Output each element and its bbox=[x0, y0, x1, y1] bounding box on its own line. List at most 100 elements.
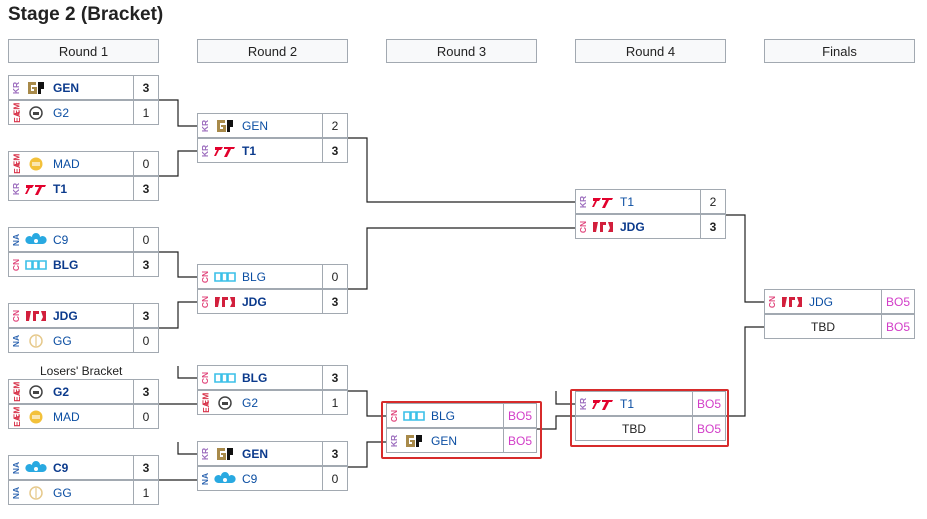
region-tag: CN bbox=[578, 220, 589, 233]
region-tag: KR bbox=[200, 144, 211, 157]
g2-logo-icon bbox=[218, 395, 232, 410]
gen-logo-icon bbox=[217, 447, 233, 460]
region-tag: KR bbox=[200, 447, 211, 460]
team-name[interactable]: G2 bbox=[242, 395, 259, 410]
team-name[interactable]: MAD bbox=[53, 156, 80, 171]
team-logo bbox=[23, 101, 49, 124]
score: 0 bbox=[133, 152, 158, 175]
team-logo bbox=[23, 405, 49, 428]
blg-logo-icon bbox=[214, 271, 236, 282]
team-name[interactable]: GEN bbox=[431, 433, 458, 448]
team-name[interactable]: BLG bbox=[53, 257, 79, 272]
team-name[interactable]: T1 bbox=[53, 181, 68, 196]
score: 1 bbox=[322, 391, 347, 414]
team-name[interactable]: T1 bbox=[620, 194, 635, 209]
region-tag: CN bbox=[200, 295, 211, 308]
team-logo bbox=[23, 177, 49, 200]
t1-logo-icon bbox=[592, 197, 613, 208]
team-name[interactable]: MAD bbox=[53, 409, 80, 424]
team-name[interactable]: G2 bbox=[53, 384, 70, 399]
score: 0 bbox=[133, 228, 158, 251]
team-logo bbox=[590, 215, 616, 238]
team-name[interactable]: JDG bbox=[53, 308, 78, 323]
region-tag: CN bbox=[767, 295, 778, 308]
team-logo bbox=[23, 380, 49, 403]
team-name[interactable]: JDG bbox=[620, 219, 645, 234]
team-name[interactable]: BLG bbox=[431, 408, 456, 423]
team-name[interactable]: C9 bbox=[53, 232, 69, 247]
team-logo bbox=[590, 190, 616, 213]
score: BO5 bbox=[881, 290, 914, 313]
round-1-header: Round 1 bbox=[8, 39, 159, 63]
team-name[interactable]: GG bbox=[53, 333, 72, 348]
team-name[interactable]: GEN bbox=[242, 118, 269, 133]
score: 0 bbox=[133, 405, 158, 428]
score: 3 bbox=[133, 177, 158, 200]
team-name[interactable]: C9 bbox=[53, 460, 69, 475]
team-name[interactable]: JDG bbox=[242, 294, 267, 309]
team-logo bbox=[401, 429, 427, 452]
team-name[interactable]: JDG bbox=[809, 294, 833, 309]
team-name[interactable]: BLG bbox=[242, 269, 267, 284]
c9-logo-icon bbox=[25, 232, 47, 244]
c9-logo-icon bbox=[214, 471, 236, 483]
round-3-header: Round 3 bbox=[386, 39, 537, 63]
team-logo bbox=[212, 139, 238, 162]
score: BO5 bbox=[881, 315, 914, 338]
score: 3 bbox=[322, 139, 347, 162]
gg-logo-icon bbox=[29, 333, 43, 348]
region-tag: CN bbox=[11, 309, 22, 322]
gg-logo-icon bbox=[29, 485, 43, 500]
team-name[interactable]: T1 bbox=[620, 396, 635, 411]
match-row-r2m1-2[interactable]: KR T1 3 bbox=[197, 138, 348, 163]
score: 1 bbox=[133, 101, 158, 124]
team-name[interactable]: C9 bbox=[242, 471, 258, 486]
team-name[interactable]: BLG bbox=[242, 370, 268, 385]
region-tag: KR bbox=[11, 81, 22, 94]
team-name[interactable]: GEN bbox=[53, 80, 80, 95]
t1-logo-icon bbox=[592, 399, 613, 410]
team-name[interactable]: G2 bbox=[53, 105, 70, 120]
team-logo bbox=[23, 253, 49, 276]
team-name[interactable]: GG bbox=[53, 485, 72, 500]
jdg-logo-icon bbox=[26, 310, 46, 321]
match-row-final-1[interactable]: CN JDG BO5 bbox=[764, 289, 915, 314]
region-tag: KR bbox=[200, 119, 211, 132]
team-logo bbox=[212, 114, 238, 137]
team-logo bbox=[212, 366, 238, 389]
score: BO5 bbox=[503, 429, 536, 452]
team-name[interactable]: T1 bbox=[242, 143, 257, 158]
score: BO5 bbox=[503, 404, 536, 427]
region-tag: NA bbox=[11, 461, 22, 474]
team-name[interactable]: GEN bbox=[242, 446, 269, 461]
